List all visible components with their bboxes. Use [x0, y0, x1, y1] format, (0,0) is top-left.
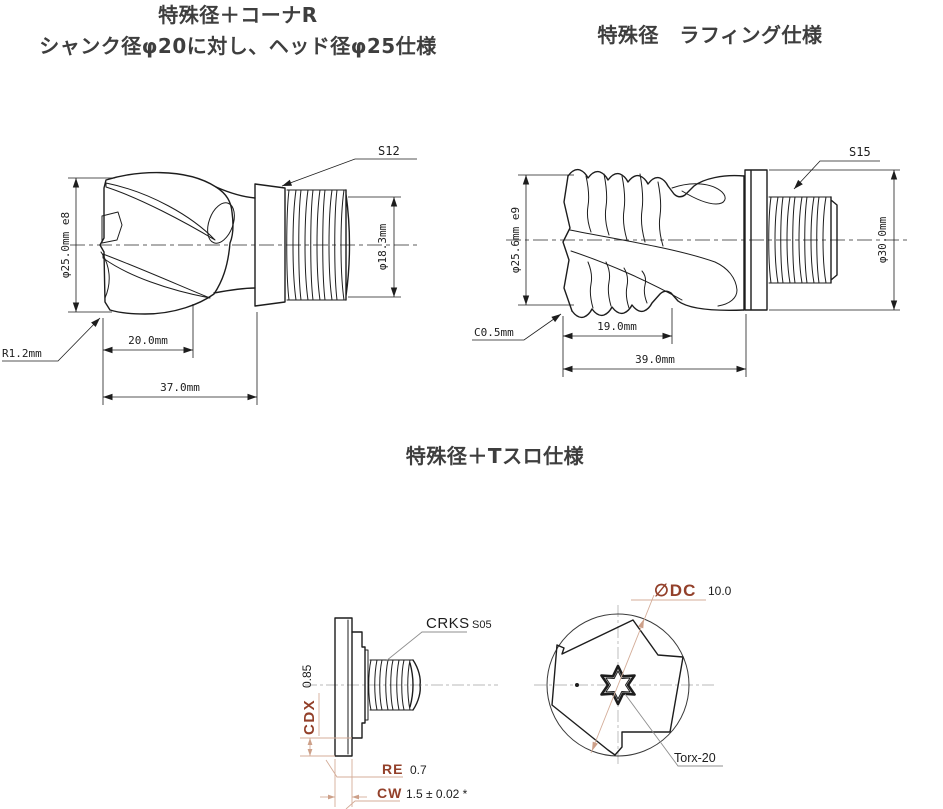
- dc-arrow-bottom: [592, 741, 598, 751]
- shank-thread-leader: [793, 160, 880, 190]
- shank-thread-leader: [281, 158, 417, 187]
- collar: [254, 183, 286, 307]
- flute-face: [207, 202, 235, 244]
- head-diameter-dim: φ25.6mm e9: [509, 207, 522, 273]
- dimensions: φ25.0mm e8 φ18.3mm S12 20.0mm 37.0mm R1.…: [2, 144, 417, 405]
- roughing-drawing: φ25.6mm e9 φ30.0mm S15 C0.5mm 19.0mm 39.…: [472, 145, 910, 377]
- shank-diameter-dim: φ30.0mm: [876, 216, 889, 263]
- disc-profile: [334, 617, 353, 757]
- cut-length-dim: 20.0mm: [128, 334, 168, 347]
- annotations: ∅DC 10.0 Torx-20: [590, 581, 732, 767]
- thread-profile: [286, 189, 347, 301]
- chamfer-label: C0.5mm: [474, 326, 514, 339]
- corner-r-drawing: φ25.0mm e8 φ18.3mm S12 20.0mm 37.0mm R1.…: [2, 144, 420, 405]
- flange: [744, 169, 768, 311]
- thread-diameter-dim: φ18.3mm: [376, 223, 389, 270]
- corner-r-title-line1: 特殊径＋コーナR: [158, 3, 318, 27]
- gash-facet: [101, 211, 123, 244]
- torx-label: Torx-20: [674, 751, 716, 765]
- roughing-body: [562, 168, 838, 319]
- thread-end: [345, 189, 351, 301]
- flute-curl: [671, 183, 726, 205]
- corner-r-title-line2: シャンク径φ20に対し、ヘッド径φ25仕様: [39, 34, 437, 58]
- head-outline: [99, 171, 234, 315]
- flute-helix-lower: [570, 250, 683, 301]
- roughing-title: 特殊径 ラフィング仕様: [597, 23, 823, 47]
- shank-thread-label: S12: [378, 144, 400, 158]
- neck: [213, 186, 256, 294]
- upper-flute: [105, 182, 216, 241]
- torx-leader: [624, 693, 723, 767]
- cw-label: CW: [377, 785, 402, 801]
- dc-value: 10.0: [708, 584, 732, 598]
- re-label: RE: [382, 761, 403, 777]
- series-size-label: S05: [472, 619, 492, 631]
- dc-dim-line: [590, 594, 655, 754]
- lip-curve: [100, 251, 110, 299]
- hub-shoulder: [364, 649, 369, 721]
- lower-flute: [102, 253, 211, 299]
- corner-r-title: 特殊径＋コーナR シャンク径φ20に対し、ヘッド径φ25仕様: [0, 0, 476, 62]
- annotations: CRKS S05 CDX 0.85 RE 0.7 CW 1.5 ± 0.02 *: [300, 615, 492, 809]
- dc-arrow-top: [638, 619, 644, 629]
- overall-length-dim: 39.0mm: [635, 353, 675, 366]
- cw-extension-lines: [334, 759, 353, 807]
- head-diameter-dim: φ25.0mm e8: [59, 212, 72, 278]
- re-leader: [325, 759, 403, 778]
- t-slot-title: 特殊径＋Tスロ仕様: [405, 444, 585, 468]
- corner-radius-label: R1.2mm: [2, 347, 42, 360]
- end-mill-body: [99, 171, 351, 315]
- reference-dot: [575, 683, 579, 687]
- cdx-value: 0.85: [300, 664, 314, 688]
- dimensions: φ25.6mm e9 φ30.0mm S15 C0.5mm 19.0mm 39.…: [472, 145, 900, 377]
- overall-length-dim: 37.0mm: [160, 381, 200, 394]
- serration-bands-upper: [585, 173, 664, 247]
- cutter-outline: [551, 619, 684, 756]
- cut-length-dim: 19.0mm: [597, 320, 637, 333]
- cdx-extension-lines: [300, 737, 352, 757]
- cw-leader: [345, 800, 400, 809]
- thread-profile: [368, 659, 414, 711]
- t-slot-side-view: CRKS S05 CDX 0.85 RE 0.7 CW 1.5 ± 0.02 *: [300, 615, 498, 809]
- corner-radius-leader: [2, 317, 101, 362]
- serration-bands-lower: [587, 261, 648, 309]
- thread-profile: [768, 196, 832, 284]
- re-value: 0.7: [410, 763, 427, 777]
- series-leader: [385, 631, 467, 662]
- dc-label: ∅DC: [654, 581, 696, 600]
- thread-end: [830, 196, 838, 284]
- shank-thread-label: S15: [849, 145, 871, 159]
- series-label: CRKS: [426, 615, 470, 632]
- diameter-circle: [546, 613, 690, 757]
- torx-socket-inner: [605, 670, 631, 700]
- flute-helix-upper: [569, 229, 738, 307]
- t-slot-front-view: ∅DC 10.0 Torx-20: [534, 581, 732, 767]
- cutter-body: [334, 617, 421, 757]
- chamfer-leader: [472, 313, 562, 341]
- hub-profile: [351, 631, 366, 739]
- serrated-bottom-edge: [571, 290, 745, 319]
- front-edge: [562, 175, 573, 312]
- cw-value: 1.5 ± 0.02 *: [406, 787, 468, 801]
- cdx-label: CDX: [301, 699, 318, 735]
- thread-end: [409, 659, 421, 711]
- serrated-top-edge: [567, 168, 745, 198]
